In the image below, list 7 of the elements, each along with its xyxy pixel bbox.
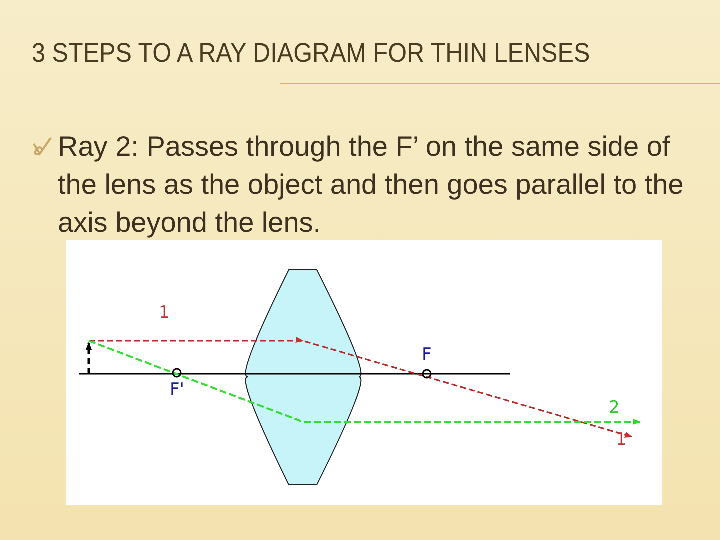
ray-number: 1 xyxy=(159,304,170,322)
ray-number: 1 xyxy=(616,431,627,449)
slide-title: 3 STEPS TO A RAY DIAGRAM FOR THIN LENSES xyxy=(32,37,590,70)
bullet-text: Ray 2: Passes through the F’ on the same side of the lens as the object and then goes parallel to the axis beyond the lens. xyxy=(58,130,685,240)
focal-point-label: F xyxy=(422,346,432,364)
ray-number: 2 xyxy=(609,399,620,417)
focal-point-label: F' xyxy=(170,381,184,399)
